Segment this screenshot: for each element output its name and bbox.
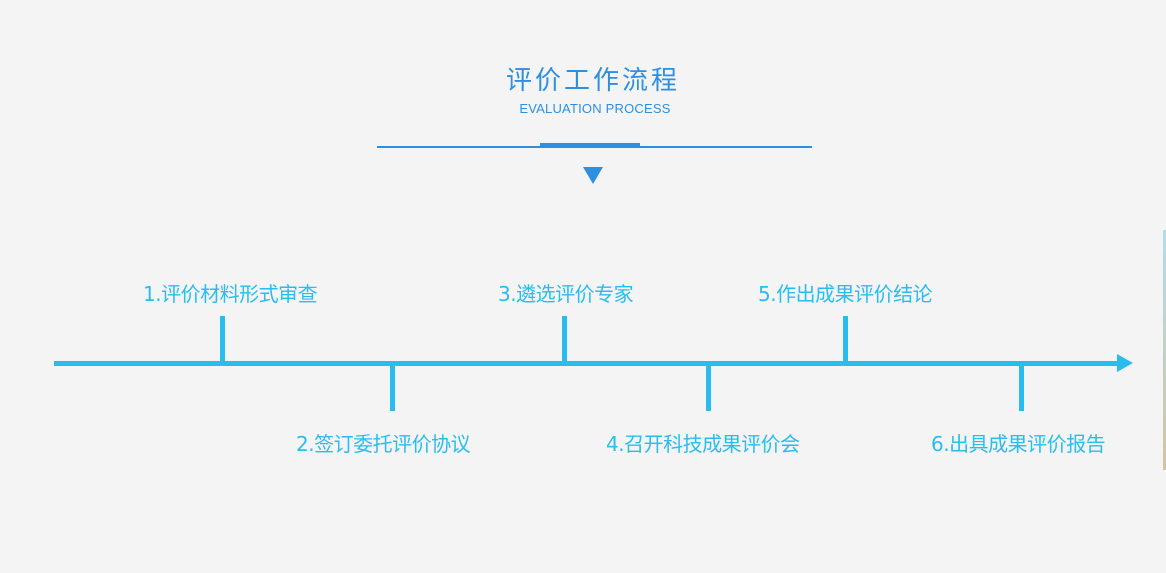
step-label-4: 4.召开科技成果评价会: [606, 432, 800, 456]
timeline-tick-1: [220, 316, 225, 364]
timeline-line: [54, 361, 1119, 366]
edge-strip: [1163, 230, 1166, 470]
timeline-tick-2: [390, 363, 395, 411]
step-label-2: 2.签订委托评价协议: [296, 432, 471, 456]
timeline-tick-4: [706, 363, 711, 411]
step-label-1: 1.评价材料形式审查: [143, 282, 318, 306]
page-title: 评价工作流程: [505, 66, 680, 96]
step-label-5: 5.作出成果评价结论: [758, 282, 933, 306]
title-divider: [377, 146, 812, 148]
timeline-tick-3: [562, 316, 567, 364]
step-label-3: 3.遴选评价专家: [498, 282, 634, 306]
arrow-right-icon: [1117, 354, 1133, 372]
triangle-down-icon: [583, 167, 603, 184]
timeline-tick-5: [843, 316, 848, 364]
title-divider-accent: [540, 143, 640, 147]
timeline-tick-6: [1019, 363, 1024, 411]
page-subtitle: EVALUATION PROCESS: [519, 101, 671, 116]
step-label-6: 6.出具成果评价报告: [931, 432, 1106, 456]
